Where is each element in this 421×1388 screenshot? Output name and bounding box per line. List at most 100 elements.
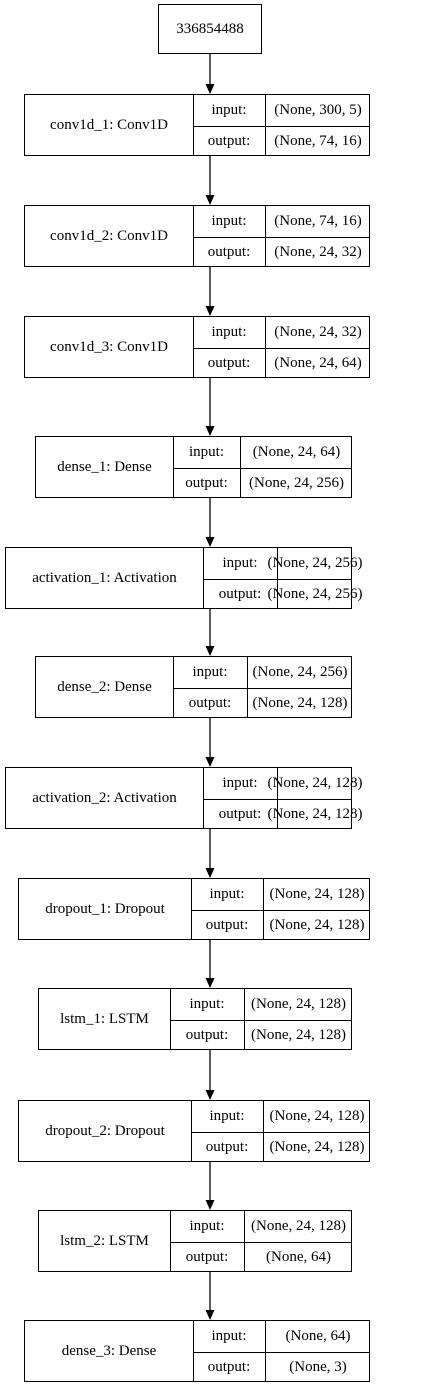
- output-label: output:: [207, 355, 251, 371]
- divider: [247, 657, 248, 717]
- divider: [263, 1101, 264, 1161]
- input-label: input:: [189, 1218, 225, 1234]
- input-shape: (None, 24, 64): [252, 444, 341, 460]
- output-shape: (None, 24, 128): [251, 1027, 346, 1043]
- divider: [193, 95, 194, 155]
- output-shape: (None, 24, 128): [252, 695, 348, 711]
- divider: [277, 768, 278, 828]
- input-node: 336854488: [158, 4, 262, 54]
- input-label: input:: [211, 1328, 247, 1344]
- output-shape: (None, 24, 128): [269, 1139, 365, 1155]
- edge-arrowhead: [205, 306, 215, 316]
- edge-arrowhead: [205, 195, 215, 205]
- layer-node: conv1d_3: Conv1D input: output: (None, 24, …: [24, 316, 370, 378]
- divider: [203, 548, 204, 608]
- divider: [191, 1101, 192, 1161]
- edge-arrowhead: [205, 1310, 215, 1320]
- layer-name: activation_1: Activation: [32, 569, 177, 586]
- input-shape: (None, 300, 5): [274, 102, 362, 118]
- divider: [193, 237, 369, 238]
- input-label: input:: [211, 324, 247, 340]
- output-shape: (None, 24, 128): [267, 806, 363, 822]
- output-shape: (None, 24, 64): [274, 355, 362, 371]
- output-label: output:: [207, 244, 251, 260]
- input-shape: (None, 24, 128): [267, 775, 363, 791]
- edge-arrowhead: [205, 757, 215, 767]
- divider: [277, 548, 278, 608]
- divider: [173, 437, 174, 497]
- edge-arrowhead: [205, 84, 215, 94]
- divider: [173, 468, 351, 469]
- divider: [170, 1020, 351, 1021]
- output-shape: (None, 24, 128): [269, 917, 365, 933]
- input-node-label: 336854488: [176, 20, 244, 37]
- input-label: input:: [222, 775, 258, 791]
- divider: [263, 879, 264, 939]
- divider: [265, 317, 266, 377]
- layer-name: conv1d_3: Conv1D: [50, 338, 168, 355]
- divider: [193, 317, 194, 377]
- layer-name: dense_1: Dense: [57, 458, 152, 475]
- divider: [265, 95, 266, 155]
- layer-node: activation_1: Activation input: output: (No…: [5, 547, 363, 609]
- input-label: input:: [209, 886, 245, 902]
- divider: [191, 910, 369, 911]
- layer-name: lstm_2: LSTM: [60, 1232, 149, 1249]
- divider: [240, 437, 241, 497]
- divider: [244, 989, 245, 1049]
- input-label: input:: [189, 996, 225, 1012]
- edge-arrowhead: [205, 1200, 215, 1210]
- output-shape: (None, 24, 32): [274, 244, 362, 260]
- input-label: input:: [222, 555, 258, 571]
- divider: [193, 348, 369, 349]
- divider: [244, 1211, 245, 1271]
- divider: [173, 657, 174, 717]
- divider: [193, 1352, 369, 1353]
- layer-name: dropout_2: Dropout: [45, 1122, 165, 1139]
- layer-name: dropout_1: Dropout: [45, 900, 165, 917]
- divider: [203, 768, 204, 828]
- input-shape: (None, 64): [285, 1328, 351, 1344]
- layer-node: lstm_2: LSTM input: output: (None, 24, 128)…: [38, 1210, 352, 1272]
- layer-name: dense_2: Dense: [57, 678, 152, 695]
- input-label: input:: [192, 664, 228, 680]
- divider: [170, 1211, 171, 1271]
- edge-arrowhead: [205, 646, 215, 656]
- divider: [265, 1321, 266, 1381]
- layer-node: dense_2: Dense input: output: (None, 24, 25…: [35, 656, 352, 718]
- edge-arrowhead: [205, 426, 215, 436]
- edge-arrowhead: [205, 868, 215, 878]
- edge-arrowhead: [205, 978, 215, 988]
- input-shape: (None, 24, 256): [252, 664, 348, 680]
- layer-name: dense_3: Dense: [61, 1342, 157, 1359]
- output-label: output:: [185, 1249, 229, 1265]
- input-shape: (None, 24, 128): [251, 996, 346, 1012]
- input-shape: (None, 24, 32): [274, 324, 362, 340]
- divider: [265, 206, 266, 266]
- output-shape: (None, 74, 16): [274, 133, 362, 149]
- divider: [203, 799, 351, 800]
- output-shape: (None, 64): [266, 1249, 331, 1265]
- output-shape: (None, 3): [289, 1359, 347, 1375]
- input-shape: (None, 24, 256): [267, 555, 363, 571]
- input-shape: (None, 24, 128): [269, 886, 365, 902]
- input-shape: (None, 24, 128): [251, 1218, 346, 1234]
- output-label: output:: [188, 695, 232, 711]
- output-label: output:: [207, 133, 251, 149]
- output-label: output:: [205, 1139, 249, 1155]
- layer-name: activation_2: Activation: [32, 789, 177, 806]
- divider: [173, 688, 351, 689]
- output-label: output:: [185, 1027, 229, 1043]
- output-label: output:: [218, 806, 262, 822]
- output-label: output:: [218, 586, 262, 602]
- output-label: output:: [205, 917, 249, 933]
- layer-node: activation_2: Activation input: output: (No…: [5, 767, 363, 829]
- output-shape: (None, 24, 256): [267, 586, 363, 602]
- divider: [193, 126, 369, 127]
